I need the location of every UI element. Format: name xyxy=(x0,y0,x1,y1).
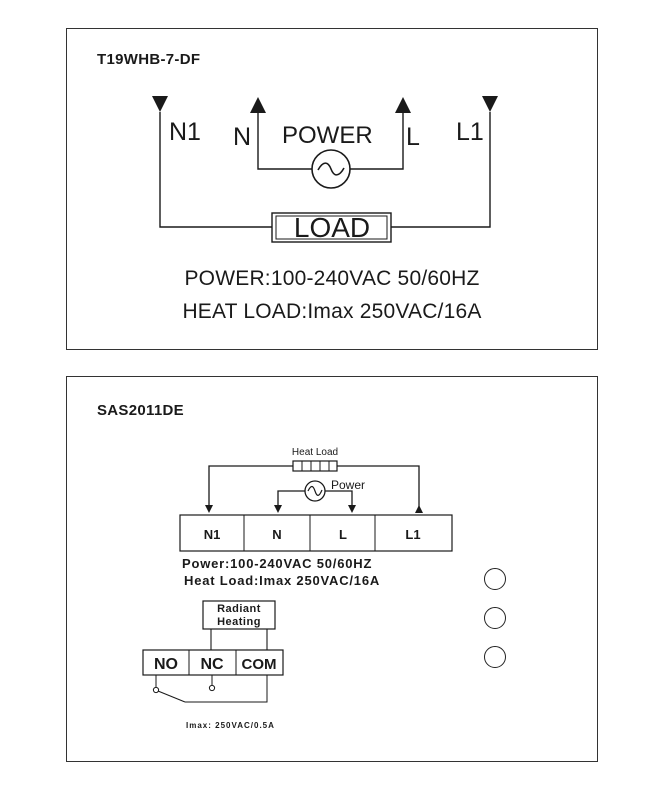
spec-heat-load: HEAT LOAD:Imax 250VAC/16A xyxy=(182,300,482,323)
terminal-label-l: L xyxy=(339,527,347,542)
relay-label-nc: NC xyxy=(200,656,224,673)
relay-terminal-block xyxy=(142,649,284,676)
radiant-label-line2: Heating xyxy=(217,616,261,628)
relay-rating: Imax: 250VAC/0.5A xyxy=(186,721,275,730)
wiring-panel-t19whb: T19WHB-7-DF N1 N L L1 POWER LOAD POWER:1… xyxy=(66,28,598,350)
heat-load-element xyxy=(292,460,338,472)
terminal-label-l1: L1 xyxy=(405,527,420,542)
radiant-label-line1: Radiant xyxy=(217,603,261,615)
relay-com-wire xyxy=(185,675,268,703)
load-label: LOAD xyxy=(294,212,370,243)
load-wire-left xyxy=(159,112,272,228)
wiring-diagram-2: Heat Load Power N1 N L L1 Radiant Heatin… xyxy=(142,447,453,730)
terminal-label-n1: N1 xyxy=(169,118,201,146)
sine-wave-icon xyxy=(317,162,345,176)
spec-power: POWER:100-240VAC 50/60HZ xyxy=(184,267,480,290)
terminal-arrow-n1 xyxy=(152,96,168,112)
indicator-circle-1 xyxy=(484,568,506,590)
arrow-l xyxy=(348,505,356,513)
terminal-arrow-n xyxy=(250,97,266,113)
load-wire-left xyxy=(208,465,293,507)
load-box xyxy=(271,212,392,243)
load-box-inner xyxy=(275,215,388,240)
terminal-block xyxy=(179,514,453,552)
load-wire-right xyxy=(391,112,491,228)
terminal-arrow-l xyxy=(395,97,411,113)
arrow-n xyxy=(274,505,282,513)
terminal-label-l1: L1 xyxy=(456,118,484,146)
arrow-n1 xyxy=(205,505,213,513)
power-label: Power xyxy=(331,478,365,492)
contact-no xyxy=(152,686,160,694)
wiring-panel-sas2011de: SAS2011DE Heat Load Power N1 N L L1 Rad xyxy=(66,376,598,762)
relay-label-com: COM xyxy=(242,656,277,673)
wiring-diagram-1: N1 N L L1 POWER LOAD xyxy=(152,96,498,243)
arrow-l1 xyxy=(415,505,423,513)
relay-label-no: NO xyxy=(154,656,178,673)
terminal-label-l: L xyxy=(406,123,420,151)
power-wire-right xyxy=(325,490,353,507)
indicator-circle-2 xyxy=(484,607,506,629)
load-wire-right xyxy=(337,465,420,507)
power-label: POWER xyxy=(282,122,373,149)
indicator-circle-3 xyxy=(484,646,506,668)
power-wire-left xyxy=(277,490,305,507)
terminal-label-n1: N1 xyxy=(204,527,221,542)
spec-power: Power:100-240VAC 50/60HZ xyxy=(182,556,373,571)
relay-switch-arm xyxy=(157,690,186,703)
power-wire xyxy=(257,113,312,170)
terminal-label-n: N xyxy=(272,527,281,542)
model-label: SAS2011DE xyxy=(97,402,184,419)
sine-wave-icon xyxy=(307,485,323,496)
power-wire-right xyxy=(350,113,404,170)
radiant-heating-box xyxy=(202,600,276,630)
terminal-label-n: N xyxy=(233,123,251,151)
model-label: T19WHB-7-DF xyxy=(97,51,201,68)
contact-nc xyxy=(208,684,216,692)
heat-load-label: Heat Load xyxy=(292,447,338,458)
terminal-arrow-l1 xyxy=(482,96,498,112)
spec-heat-load: Heat Load:Imax 250VAC/16A xyxy=(184,573,381,588)
